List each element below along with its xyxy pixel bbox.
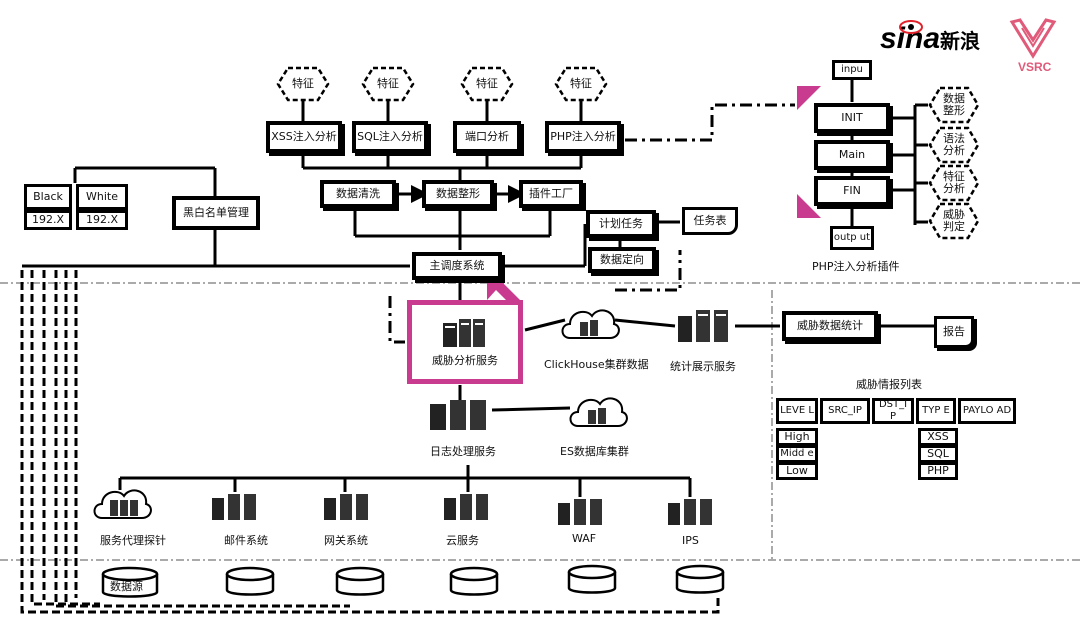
php-step-node-3 xyxy=(928,164,980,202)
sina-logo-cn: 新浪 xyxy=(940,31,981,53)
stats-service-label: 统计展示服务 xyxy=(670,360,736,373)
source-ips-label: IPS xyxy=(682,534,699,547)
datasource-cylinder-2 xyxy=(225,566,275,596)
php-fin-box: FIN xyxy=(814,176,890,206)
php-analyzer: PHP注入分析 xyxy=(545,121,621,153)
datasource-cylinder-3 xyxy=(335,566,385,596)
plan-task-box: 计划任务 xyxy=(586,210,656,238)
php-main-box: Main xyxy=(814,140,890,170)
white-box: White xyxy=(76,184,128,210)
feature-label-4: 特征 xyxy=(570,77,592,90)
vsrc-shield-icon xyxy=(1009,18,1057,59)
xss-analyzer: XSS注入分析 xyxy=(266,121,342,153)
main-scheduler-box: 主调度系统 xyxy=(412,252,502,280)
php-step-node-1 xyxy=(928,86,980,124)
php-step-node-4 xyxy=(928,202,980,240)
intel-col-dstip: DST_I P xyxy=(872,398,914,424)
sina-eye-icon xyxy=(899,20,923,34)
feature-node-3 xyxy=(460,66,514,102)
data-shape-box: 数据整形 xyxy=(422,180,494,208)
sql-analyzer: SQL注入分析 xyxy=(352,121,428,153)
cloud-server-icon xyxy=(444,494,488,520)
log-server-icon xyxy=(430,400,486,430)
white-ip-box: 192.X xyxy=(76,210,128,230)
sina-logo: sina新浪 xyxy=(880,22,980,56)
php-step-label-3: 特征 分析 xyxy=(943,170,965,195)
threat-analysis-label: 威胁分析服务 xyxy=(432,354,498,367)
type-php: PHP xyxy=(918,462,958,480)
stats-server-icon xyxy=(678,310,728,342)
port-analyzer: 端口分析 xyxy=(453,121,521,153)
datasource-cylinder-4 xyxy=(449,566,499,596)
es-cloud-icon xyxy=(569,397,628,427)
datasource-label: 数据源 xyxy=(110,580,143,593)
server-icon xyxy=(443,319,485,347)
type-sql: SQL xyxy=(918,445,958,463)
es-cluster-label: ES数据库集群 xyxy=(560,445,629,458)
php-plugin-caption: PHP注入分析插件 xyxy=(812,260,900,273)
datasource-cylinder-6 xyxy=(675,564,725,594)
source-gateway-label: 网关系统 xyxy=(324,534,368,547)
datasource-cylinder-1 xyxy=(101,566,159,598)
plugin-bracket-bottom-icon xyxy=(797,194,821,218)
plugin-bracket-top-icon xyxy=(797,86,821,110)
php-step-node-2 xyxy=(928,126,980,164)
php-step-label-1: 数据 整形 xyxy=(943,92,965,117)
mail-server-icon xyxy=(212,494,256,520)
gateway-server-icon xyxy=(324,494,368,520)
threat-stats-box: 威胁数据统计 xyxy=(782,311,878,341)
source-mail-label: 邮件系统 xyxy=(224,534,268,547)
report-doc: 报告 xyxy=(934,316,974,348)
intel-col-payload: PAYLO AD xyxy=(958,398,1016,424)
php-init-box: INIT xyxy=(814,103,890,133)
php-step-label-4: 威胁 判定 xyxy=(943,208,965,233)
source-cloud-label: 云服务 xyxy=(446,534,479,547)
level-high: High xyxy=(776,428,818,446)
feature-label-3: 特征 xyxy=(476,77,498,90)
source-proxy-label: 服务代理探针 xyxy=(100,534,166,547)
task-table-doc: 任务表 xyxy=(682,207,738,235)
proxy-probe-icon xyxy=(93,489,152,519)
clickhouse-cloud-icon xyxy=(561,309,620,339)
level-middle: Midd e xyxy=(776,445,818,463)
black-box: Black xyxy=(24,184,72,210)
intel-col-level: LEVE L xyxy=(776,398,818,424)
plugin-factory-box: 插件工厂 xyxy=(519,180,583,208)
waf-server-icon xyxy=(558,499,602,525)
php-input-box: inpu xyxy=(832,60,872,80)
intel-title: 威胁情报列表 xyxy=(856,378,922,391)
intel-col-srcip: SRC_IP xyxy=(820,398,870,424)
php-output-box: outp ut xyxy=(830,226,874,250)
black-ip-box: 192.X xyxy=(24,210,72,230)
php-step-label-2: 语法 分析 xyxy=(943,132,965,157)
clickhouse-label: ClickHouse集群数据 xyxy=(544,358,649,371)
feature-node-1 xyxy=(276,66,330,102)
feature-node-2 xyxy=(361,66,415,102)
threat-analysis-service: 威胁分析服务 xyxy=(407,300,523,384)
feature-node-4 xyxy=(554,66,608,102)
data-direct-box: 数据定向 xyxy=(588,247,656,273)
feature-label-2: 特征 xyxy=(377,77,399,90)
vsrc-label: VSRC xyxy=(1018,60,1052,74)
feature-label-1: 特征 xyxy=(292,77,314,90)
intel-col-type: TYP E xyxy=(916,398,956,424)
datasource-cylinder-5 xyxy=(567,564,617,594)
type-xss: XSS xyxy=(918,428,958,446)
source-waf-label: WAF xyxy=(572,532,597,545)
data-clean-box: 数据清洗 xyxy=(320,180,396,208)
ips-server-icon xyxy=(668,499,712,525)
level-low: Low xyxy=(776,462,818,480)
log-service-label: 日志处理服务 xyxy=(430,445,496,458)
blackwhite-manager-box: 黑白名单管理 xyxy=(172,196,260,230)
